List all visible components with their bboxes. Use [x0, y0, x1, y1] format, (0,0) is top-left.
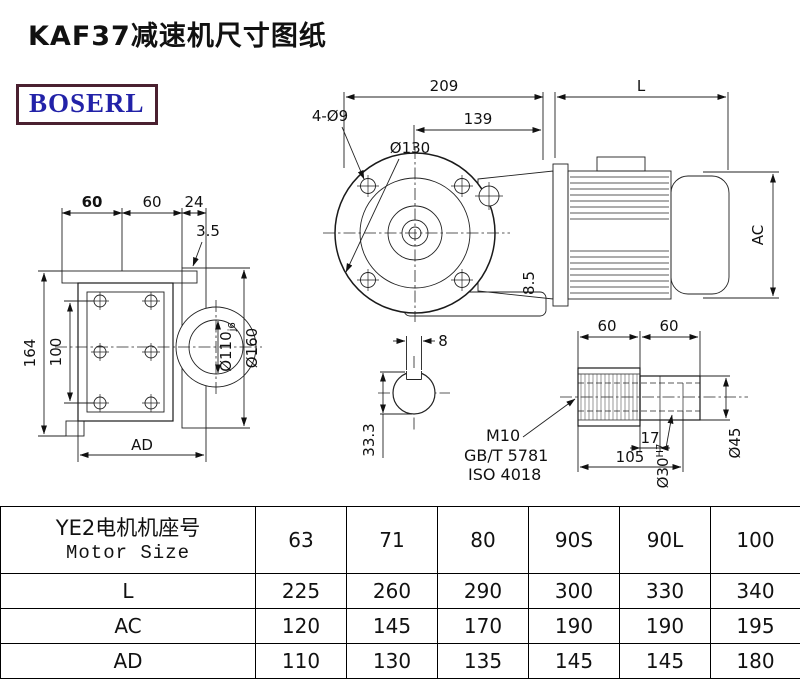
- boserl-logo: BOSERL: [16, 84, 158, 125]
- table-cell: 170: [437, 608, 529, 644]
- table-cell: 330: [619, 573, 711, 609]
- table-cell: 340: [710, 573, 800, 609]
- motor-size-table: YE2电机机座号 Motor Size 63 71 80 90S 90L 100…: [0, 506, 800, 679]
- flange-diameter-label: Ø130: [390, 139, 430, 157]
- bolt-holes-label: 4-Ø9: [312, 107, 348, 125]
- dim-60-left-label: 60: [597, 317, 616, 335]
- dim-3p5-label: 3.5: [196, 222, 220, 240]
- size-column-header: 90L: [619, 506, 711, 574]
- size-column-header: 80: [437, 506, 529, 574]
- dim-L-label: L: [637, 77, 646, 95]
- table-cell: 145: [619, 643, 711, 679]
- dim-8p5-label: 8.5: [520, 271, 538, 295]
- table-row-AC: AC 120 145 170 190 190 195: [0, 608, 800, 644]
- table-cell: 110: [255, 643, 347, 679]
- size-column-header: 90S: [528, 506, 620, 574]
- dim-164-label: 164: [21, 339, 39, 368]
- dim-139-label: 139: [464, 110, 493, 128]
- dim-60-bold-label: 60: [82, 193, 103, 211]
- table-cell: 145: [528, 643, 620, 679]
- standard-gb-label: GB/T 5781: [464, 446, 548, 465]
- dim-100-label: 100: [47, 338, 65, 367]
- motor-size-label-cn: YE2电机机座号: [55, 516, 201, 541]
- table-row-AD: AD 110 130 135 145 145 180: [0, 643, 800, 679]
- dim-60-right-label: 60: [659, 317, 678, 335]
- dim-AD-label: AD: [131, 436, 153, 454]
- shaft-detail-view: 60 60 17 105 Ø30H7 Ø45 M10 GB/T 5781 ISO…: [464, 317, 748, 488]
- table-cell: 190: [619, 608, 711, 644]
- front-dimensions: 209 139 4-Ø9 Ø130 L AC 8.5: [312, 77, 779, 299]
- boserl-logo-text: BOSERL: [29, 88, 145, 118]
- table-cell: 135: [437, 643, 529, 679]
- keyway: [406, 370, 422, 380]
- table-cell: 290: [437, 573, 529, 609]
- shaft-end-view: 8 33.3: [360, 332, 450, 458]
- flange-circles: [323, 147, 510, 322]
- dim-17-label: 17: [640, 429, 659, 447]
- row-label-AD: AD: [0, 643, 256, 679]
- table-cell: 225: [255, 573, 347, 609]
- dim-24-label: 24: [184, 193, 203, 211]
- table-cell: 145: [346, 608, 438, 644]
- dim-209-label: 209: [430, 77, 459, 95]
- motor-flange: [552, 163, 569, 307]
- shaft-dimensions: 60 60 17 105 Ø30H7 Ø45 M10 GB/T 5781 ISO…: [464, 317, 744, 488]
- motor-body: [567, 170, 672, 300]
- motor-fins: [570, 176, 669, 294]
- table-cell: 180: [710, 643, 800, 679]
- dim-AC-label: AC: [749, 225, 767, 245]
- dimension-drawing: 209 139 4-Ø9 Ø130 L AC 8.5: [21, 77, 779, 488]
- size-column-header: 100: [710, 506, 800, 574]
- dim-33p3-label: 33.3: [360, 423, 378, 456]
- dim-105-label: 105: [616, 448, 645, 466]
- motor-terminal-box: [596, 156, 646, 172]
- size-column-header: 71: [346, 506, 438, 574]
- dim-60-label: 60: [142, 193, 161, 211]
- table-cell: 260: [346, 573, 438, 609]
- shaft-end-dimensions: 8 33.3: [360, 332, 448, 458]
- size-column-header: 63: [255, 506, 347, 574]
- dim-110j6-label: Ø110j6: [217, 322, 238, 372]
- dim-8-label: 8: [438, 332, 448, 350]
- dim-45-label: Ø45: [726, 428, 744, 459]
- dim-30H7-label: Ø30H7: [654, 444, 672, 489]
- front-view: 209 139 4-Ø9 Ø130 L AC 8.5: [312, 77, 779, 322]
- row-label-L: L: [0, 573, 256, 609]
- side-dimensions: 60 60 24 3.5 164 100 AD Ø110j6 Ø160: [21, 193, 261, 462]
- table-cell: 300: [528, 573, 620, 609]
- table-row-L: L 225 260 290 300 330 340: [0, 573, 800, 609]
- motor-size-header-cell: YE2电机机座号 Motor Size: [0, 506, 256, 574]
- spline-hatch: [580, 374, 638, 420]
- thread-label: M10: [486, 426, 520, 445]
- bottom-tab: [65, 420, 85, 437]
- mounting-face: [77, 282, 174, 422]
- table-cell: 195: [710, 608, 800, 644]
- table-cell: 120: [255, 608, 347, 644]
- table-cell: 130: [346, 643, 438, 679]
- row-label-AC: AC: [0, 608, 256, 644]
- motor-end-cap: [670, 175, 730, 295]
- table-header-row: YE2电机机座号 Motor Size 63 71 80 90S 90L 100: [0, 506, 800, 574]
- standard-iso-label: ISO 4018: [468, 465, 541, 484]
- motor: [552, 156, 730, 307]
- front-centerlines: [323, 147, 510, 322]
- motor-size-label-en: Motor Size: [65, 541, 191, 564]
- side-view: 60 60 24 3.5 164 100 AD Ø110j6 Ø160: [21, 193, 262, 462]
- page-title: KAF37减速机尺寸图纸: [28, 21, 327, 52]
- dim-160-label: Ø160: [243, 328, 261, 368]
- top-plate: [61, 270, 198, 284]
- table-cell: 190: [528, 608, 620, 644]
- bore-hidden-lines: [578, 382, 700, 412]
